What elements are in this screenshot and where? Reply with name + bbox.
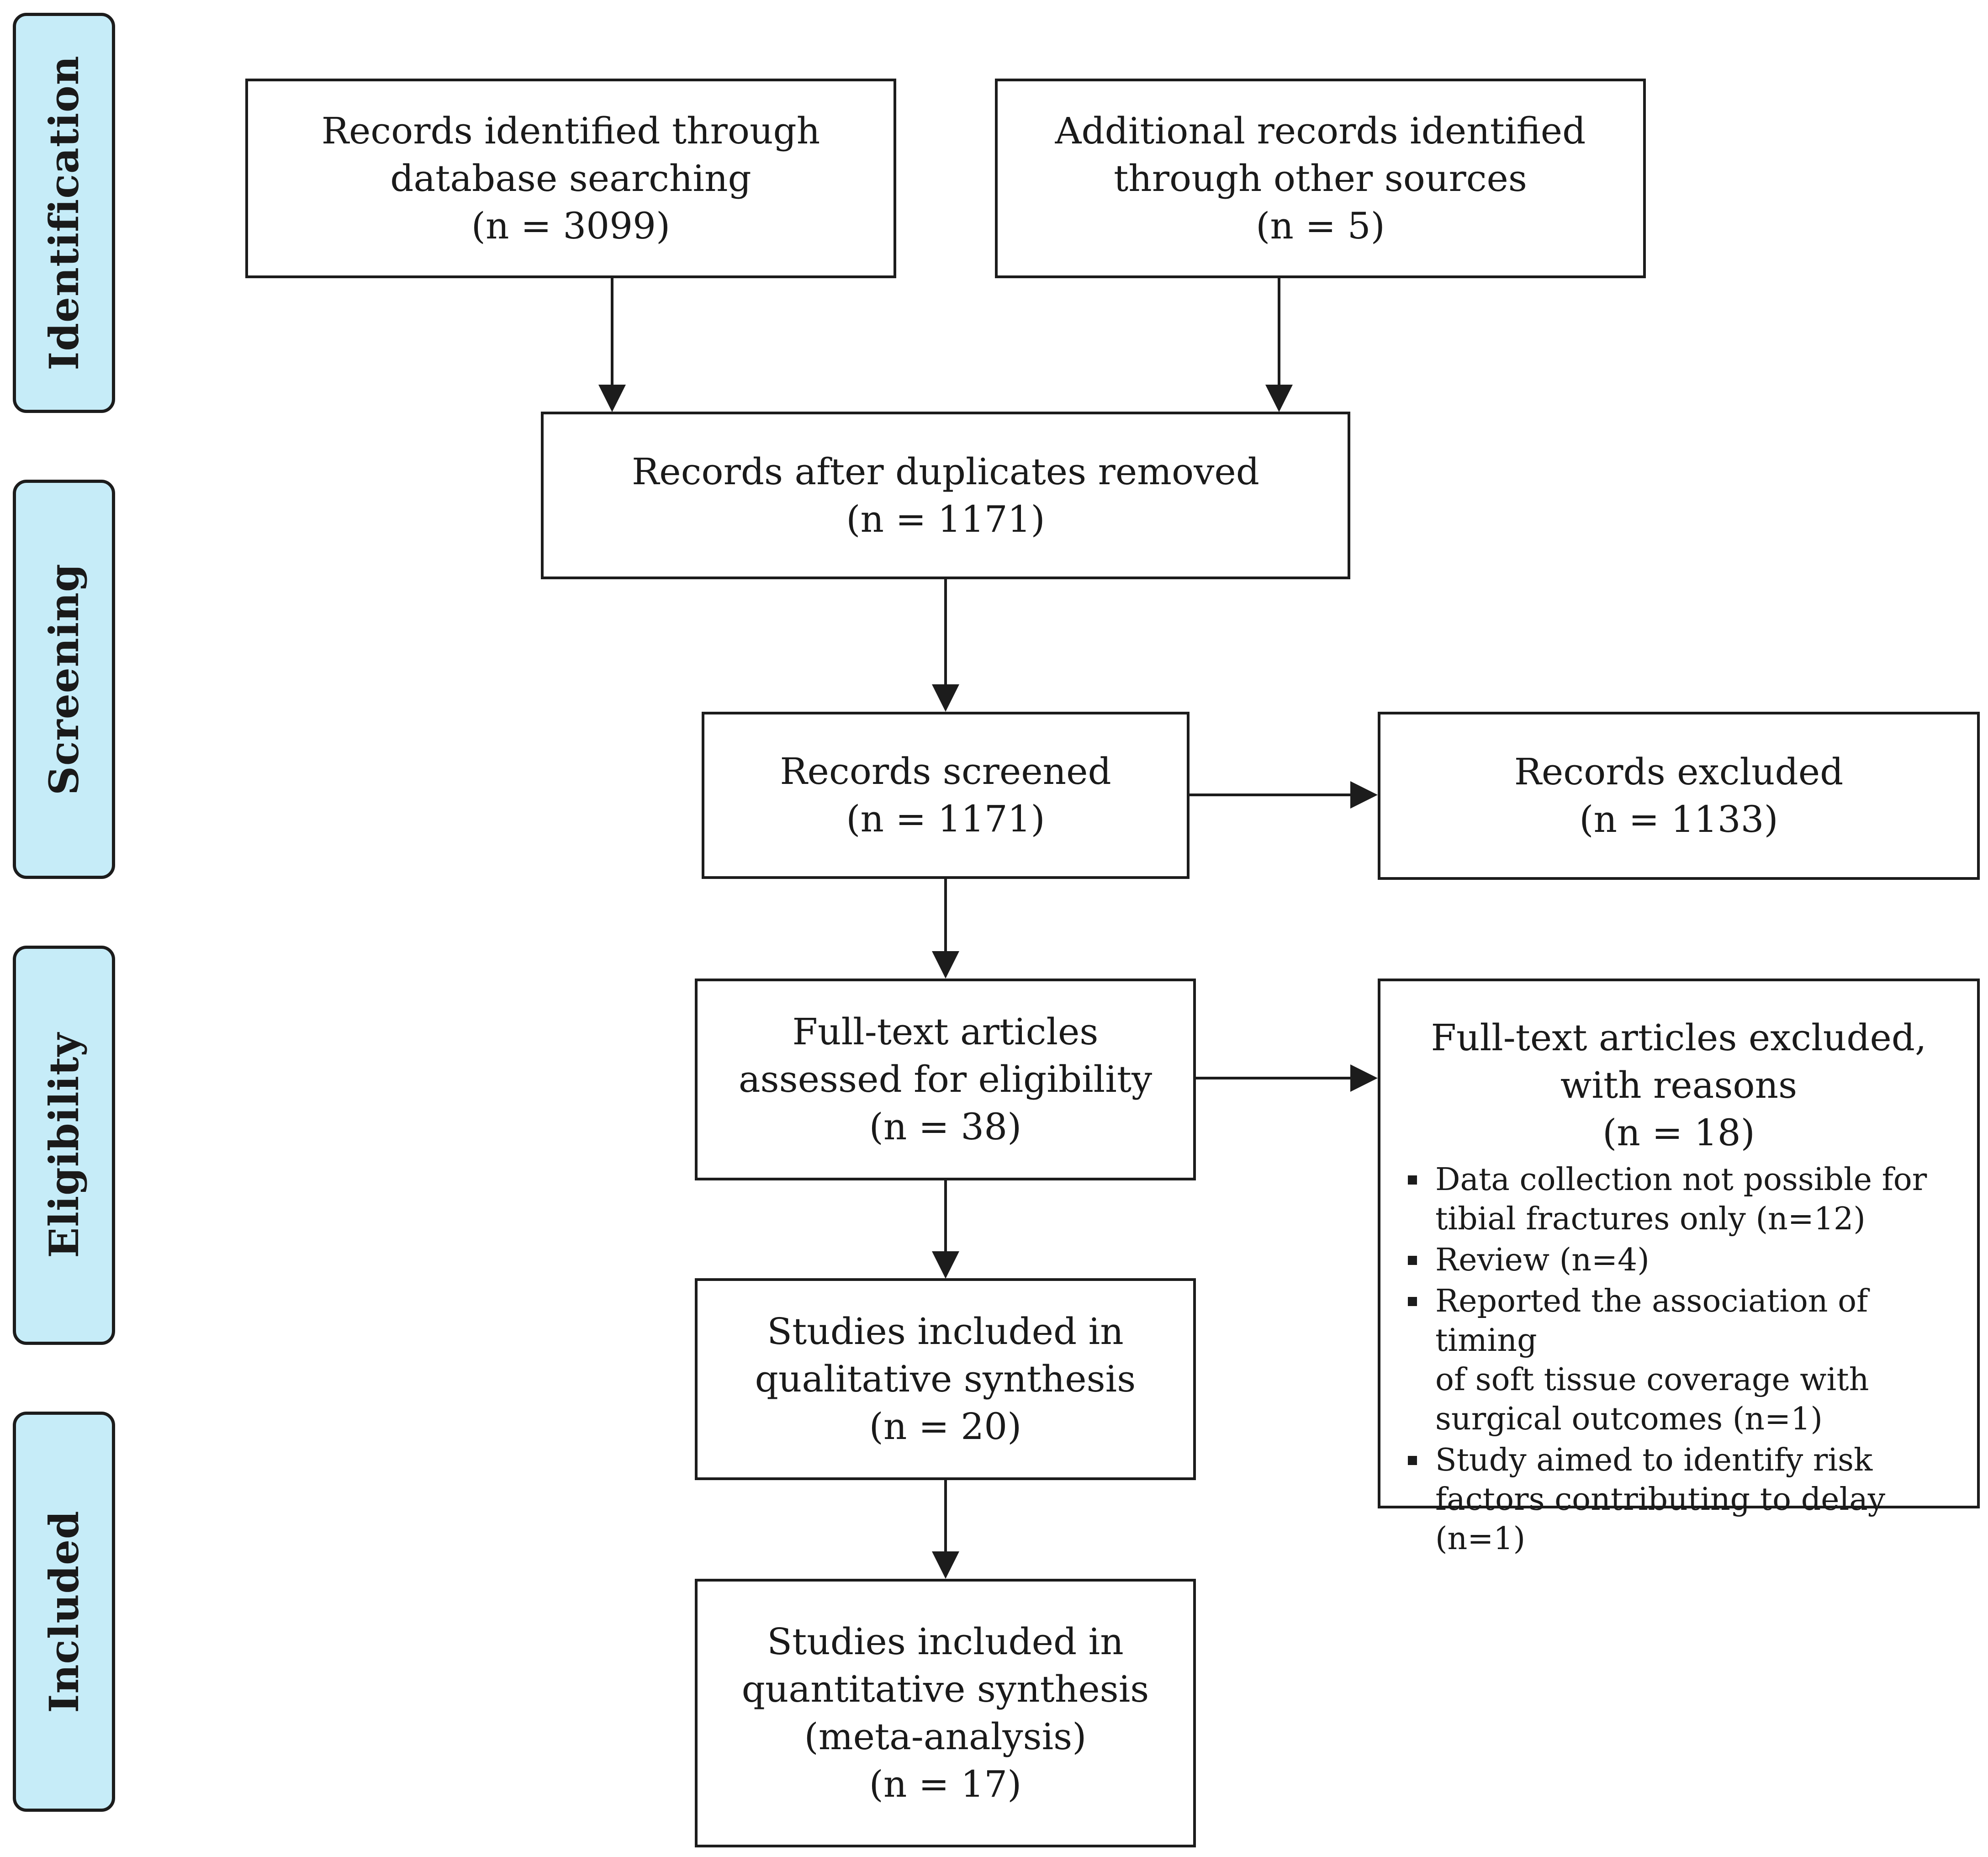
screened-line1: Records screened bbox=[780, 750, 1111, 793]
excluded-line1: Records excluded bbox=[1514, 751, 1844, 793]
box-other-sources: Additional records identified through ot… bbox=[995, 79, 1646, 278]
qualitative-count: (n = 20) bbox=[869, 1405, 1022, 1448]
other-sources-count: (n = 5) bbox=[1256, 204, 1385, 247]
database-line2: database searching bbox=[390, 157, 751, 200]
fulltext-line1: Full-text articles bbox=[792, 1011, 1099, 1053]
database-count: (n = 3099) bbox=[471, 204, 671, 247]
phase-identification: Identification bbox=[13, 13, 115, 413]
other-sources-line1: Additional records identified bbox=[1055, 109, 1586, 152]
exclusion-reason: Reported the association of timing of so… bbox=[1408, 1282, 1977, 1439]
phase-screening: Screening bbox=[13, 480, 115, 879]
screened-count: (n = 1171) bbox=[846, 798, 1045, 840]
qualitative-line2: qualitative synthesis bbox=[755, 1358, 1136, 1400]
exclusion-reasons-list: Data collection not possible for tibial … bbox=[1380, 1160, 1977, 1561]
qualitative-line1: Studies included in bbox=[767, 1310, 1124, 1353]
quantitative-line2: quantitative synthesis bbox=[741, 1668, 1149, 1710]
box-qualitative-synthesis: Studies included in qualitative synthesi… bbox=[695, 1278, 1196, 1480]
box-duplicates-removed: Records after duplicates removed (n = 11… bbox=[541, 412, 1350, 579]
fulltext-excluded-count: (n = 18) bbox=[1602, 1111, 1755, 1154]
phase-eligibility: Eligibility bbox=[13, 946, 115, 1345]
duplicates-count: (n = 1171) bbox=[846, 497, 1045, 540]
box-fulltext-excluded: Full-text articles excluded, with reason… bbox=[1378, 979, 1980, 1557]
exclusion-reason: Review (n=4) bbox=[1408, 1241, 1977, 1280]
box-records-screened: Records screened (n = 1171) bbox=[702, 712, 1190, 879]
quantitative-line1: Studies included in bbox=[767, 1620, 1124, 1663]
box-database-records: Records identified through database sear… bbox=[245, 79, 896, 278]
fulltext-excluded-line2: with reasons bbox=[1560, 1064, 1798, 1106]
phase-included: Included bbox=[13, 1412, 115, 1812]
fulltext-excluded-line1: Full-text articles excluded, bbox=[1431, 1016, 1927, 1059]
exclusion-reason: Data collection not possible for tibial … bbox=[1408, 1160, 1977, 1239]
box-fulltext-assessed: Full-text articles assessed for eligibil… bbox=[695, 979, 1196, 1180]
excluded-count: (n = 1133) bbox=[1579, 798, 1778, 841]
exclusion-reason: Study aimed to identify risk factors con… bbox=[1408, 1441, 1977, 1559]
fulltext-line2: assessed for eligibility bbox=[738, 1058, 1153, 1100]
other-sources-line2: through other sources bbox=[1114, 157, 1527, 200]
quantitative-count: (n = 17) bbox=[869, 1763, 1022, 1805]
box-records-excluded: Records excluded (n = 1133) bbox=[1378, 712, 1980, 880]
quantitative-line3: (meta-analysis) bbox=[804, 1715, 1087, 1758]
database-line1: Records identified through bbox=[321, 109, 820, 152]
fulltext-count: (n = 38) bbox=[869, 1106, 1022, 1148]
duplicates-line1: Records after duplicates removed bbox=[632, 450, 1259, 493]
box-quantitative-synthesis: Studies included in quantitative synthes… bbox=[695, 1579, 1196, 1847]
